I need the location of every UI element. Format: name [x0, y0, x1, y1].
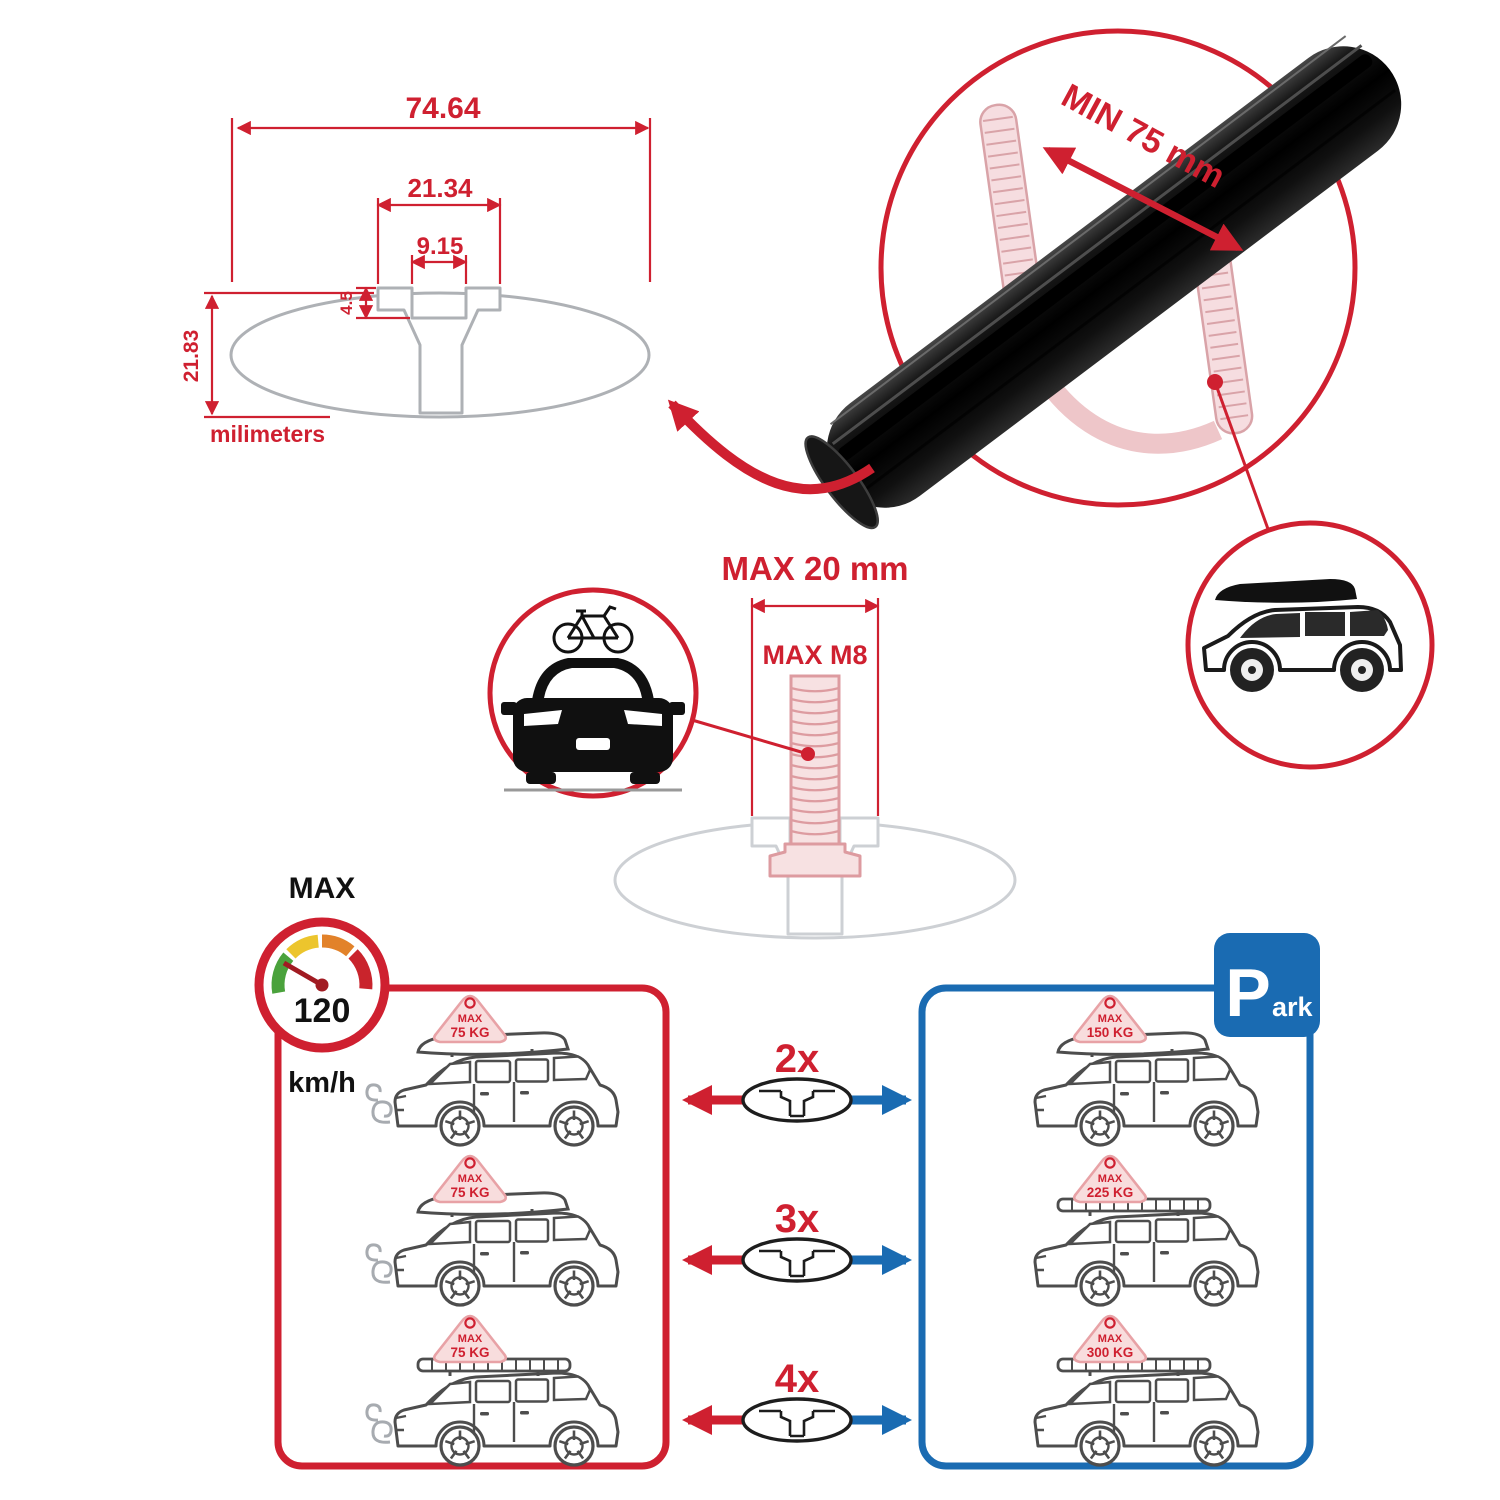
connector-line	[1213, 381, 1270, 530]
park-sign: P ark	[1214, 933, 1320, 1037]
max-width-label: MAX 20 mm	[721, 550, 908, 587]
options-row-3: 4x	[682, 1357, 912, 1443]
badge-max-label: MAX	[1098, 1173, 1123, 1185]
options-row-2: 3x	[682, 1197, 912, 1283]
badge-weight-label: 150 KG	[1087, 1025, 1134, 1040]
parked-car-2: MAX 225 KG	[1035, 1154, 1258, 1305]
speed-limit-gauge: MAX 120 km/h	[254, 872, 390, 1099]
driving-car-2: MAX 75 KG	[365, 1154, 618, 1305]
bike-icon	[552, 605, 634, 654]
load-badge: MAX 150 KG	[1072, 994, 1148, 1044]
suv-with-roofbox-icon	[1202, 579, 1403, 692]
badge-max-label: MAX	[1098, 1013, 1123, 1025]
t-bolt-icon	[768, 674, 862, 878]
badge-max-label: MAX	[458, 1333, 483, 1345]
crossbar-cross-section-icon	[741, 1237, 853, 1283]
dim-total-height-label: 21.83	[180, 330, 203, 383]
badge-weight-label: 300 KG	[1087, 1345, 1134, 1360]
crossbar-cross-section-icon	[741, 1397, 853, 1443]
gauge-value: 120	[294, 992, 351, 1030]
badge-weight-label: 225 KG	[1087, 1185, 1134, 1200]
magnifier-circle	[878, 28, 1358, 508]
multiplier-label: 4x	[775, 1357, 820, 1401]
dim-slot-inner-label: 9.15	[417, 233, 464, 260]
bolt-diagram: MAX 20 mm MAX M8	[613, 550, 1017, 940]
crossbar-cross-section-icon	[741, 1077, 853, 1123]
t-slot-profile	[376, 286, 502, 415]
bike-car-circle	[487, 587, 699, 799]
cross-section-diagram: 74.64 21.34 9.15 4.5 21.83 milimeters	[180, 92, 652, 447]
park-sign-rest: ark	[1272, 992, 1314, 1022]
car-front-icon	[501, 658, 685, 792]
multiplier-label: 2x	[775, 1037, 820, 1081]
load-badge: MAX 75 KG	[432, 1314, 508, 1364]
load-badge: MAX 225 KG	[1072, 1154, 1148, 1204]
parked-car-3: MAX 300 KG	[1035, 1314, 1258, 1465]
pointer-arrow	[667, 399, 875, 495]
options-row-1: 2x	[682, 1037, 912, 1123]
driving-car-3: MAX 75 KG	[365, 1314, 618, 1465]
dim-slot-depth-label: 4.5	[337, 291, 356, 315]
load-badge: MAX 300 KG	[1072, 1314, 1148, 1364]
badge-weight-label: 75 KG	[450, 1025, 489, 1040]
badge-max-label: MAX	[1098, 1333, 1123, 1345]
bolt-leader-line	[691, 718, 809, 756]
multiplier-label: 3x	[775, 1197, 820, 1241]
gauge-unit: km/h	[288, 1067, 356, 1099]
load-badge: MAX 75 KG	[432, 1154, 508, 1204]
roofbox-car-circle	[1185, 520, 1435, 770]
dim-total-width-label: 74.64	[405, 92, 480, 125]
crossbar-detail-circle: MIN 75 mm	[804, 28, 1402, 530]
gauge-title: MAX	[289, 872, 356, 905]
parked-car-1: MAX 150 KG	[1035, 994, 1258, 1145]
load-badge: MAX 75 KG	[432, 994, 508, 1044]
gauge-needle	[282, 960, 324, 988]
max-bolt-label: MAX M8	[762, 640, 867, 670]
bolt-point-dot	[801, 747, 815, 761]
min-span-arrow	[1042, 147, 1244, 251]
badge-max-label: MAX	[458, 1173, 483, 1185]
park-sign-initial: P	[1225, 955, 1270, 1031]
badge-max-label: MAX	[458, 1013, 483, 1025]
badge-weight-label: 75 KG	[450, 1345, 489, 1360]
dim-slot-outer-label: 21.34	[407, 173, 473, 203]
badge-weight-label: 75 KG	[450, 1185, 489, 1200]
units-label: milimeters	[210, 421, 325, 447]
driving-car-1: MAX 75 KG	[365, 994, 618, 1145]
